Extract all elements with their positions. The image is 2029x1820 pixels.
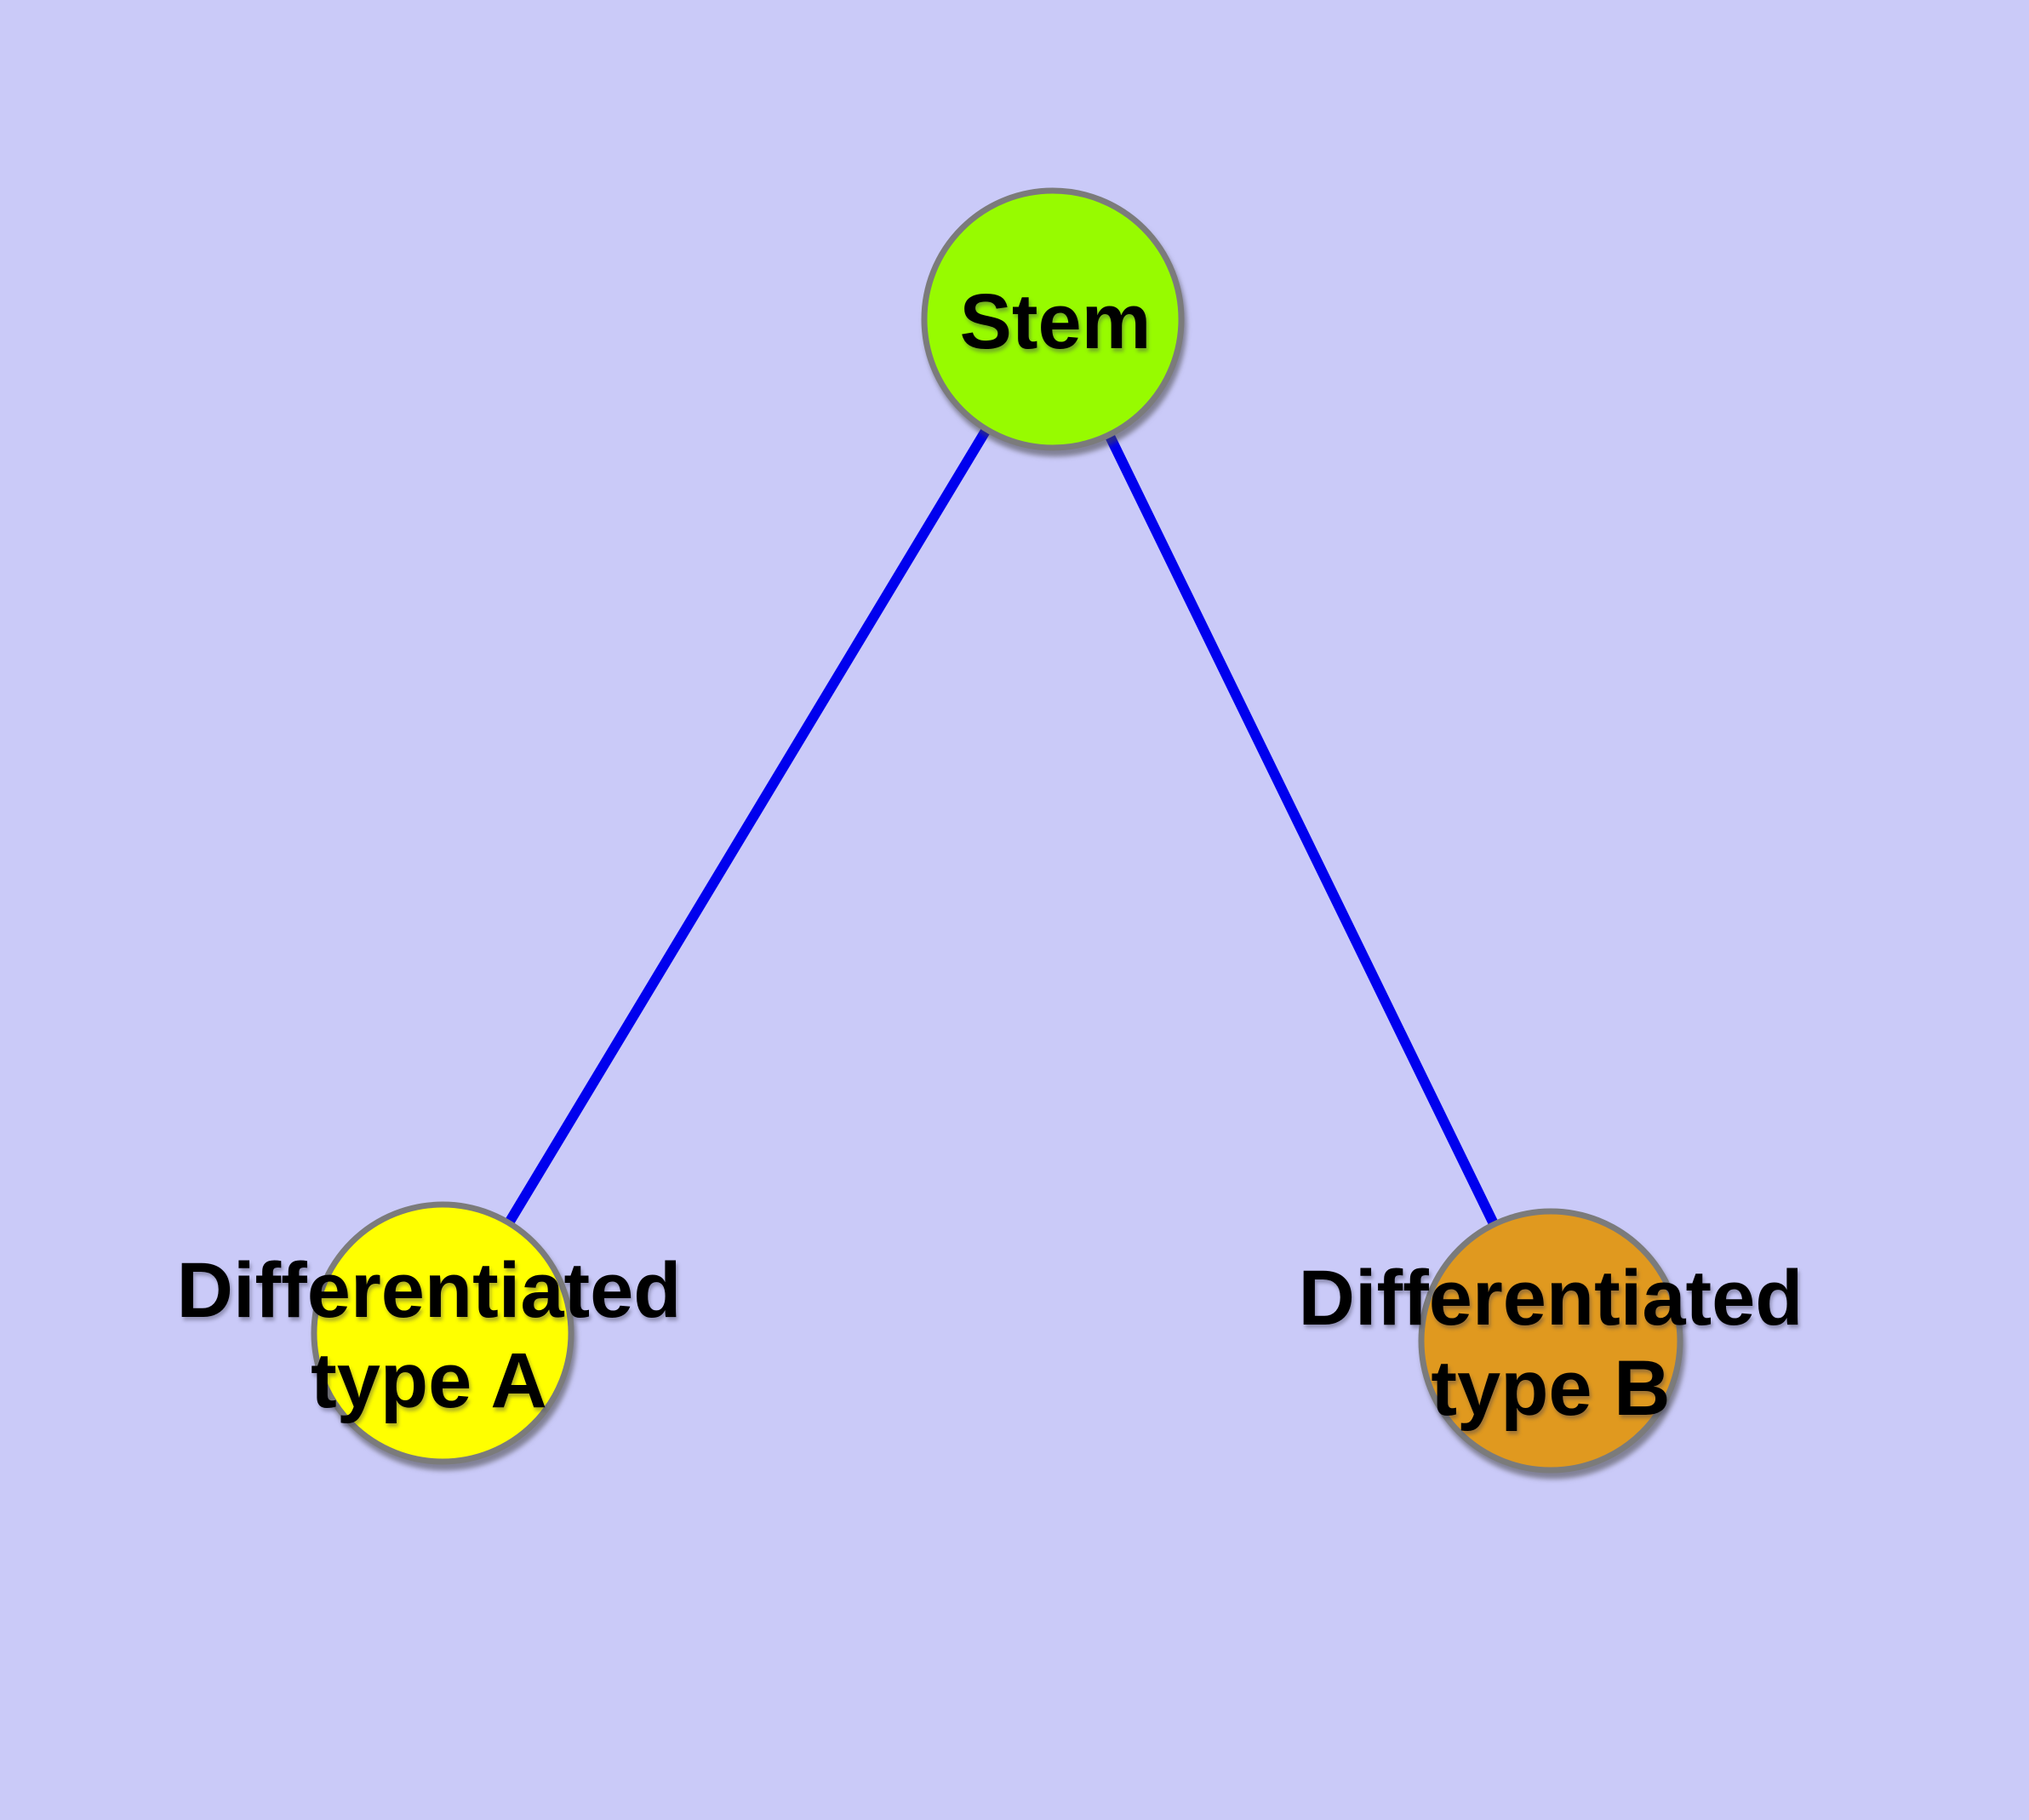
node-type-a-label-line1: Differentiated: [177, 1247, 682, 1334]
node-type-a-label-line2: type A: [311, 1337, 547, 1424]
node-type-b-label-line2: type B: [1431, 1345, 1670, 1432]
node-stem[interactable]: [921, 187, 1185, 451]
edge-stem-to-type-b: [1048, 317, 1556, 1343]
node-type-b-label-line1: Differentiated: [1299, 1255, 1803, 1342]
node-stem-label: Stem: [960, 278, 1152, 365]
node-differentiated-type-a[interactable]: [311, 1201, 574, 1465]
edge-stem-to-type-a: [437, 316, 1058, 1336]
node-differentiated-type-b[interactable]: [1418, 1208, 1683, 1474]
